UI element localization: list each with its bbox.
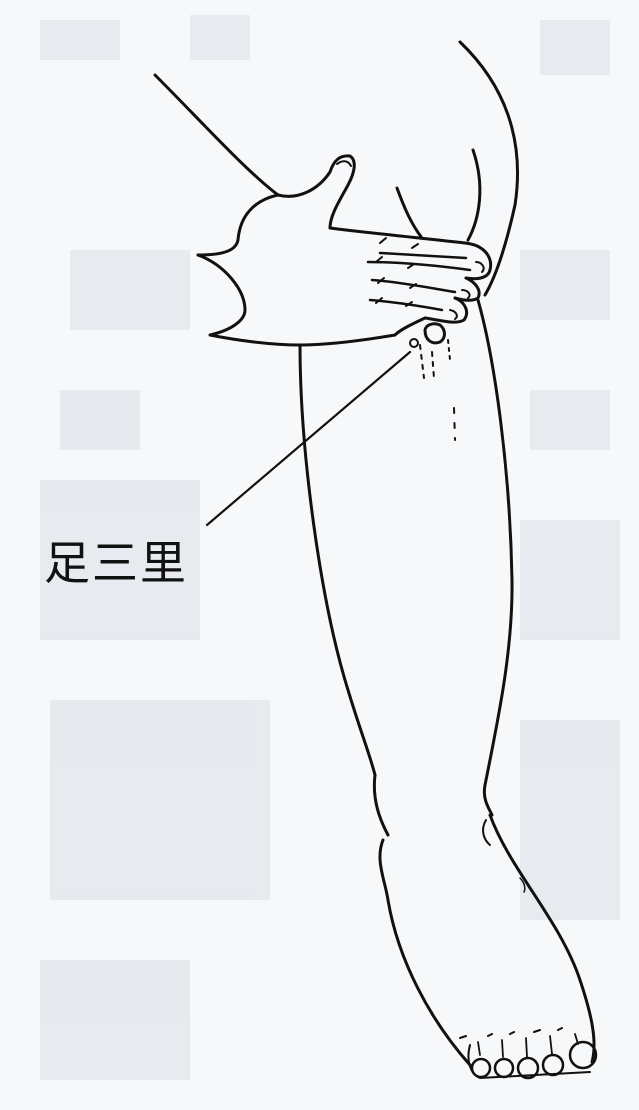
acupoint-label: 足三里 [44,540,188,586]
toes [460,1028,596,1078]
hand-outline [155,75,491,345]
leader-line [207,352,410,525]
acupoint-marker [410,324,455,440]
